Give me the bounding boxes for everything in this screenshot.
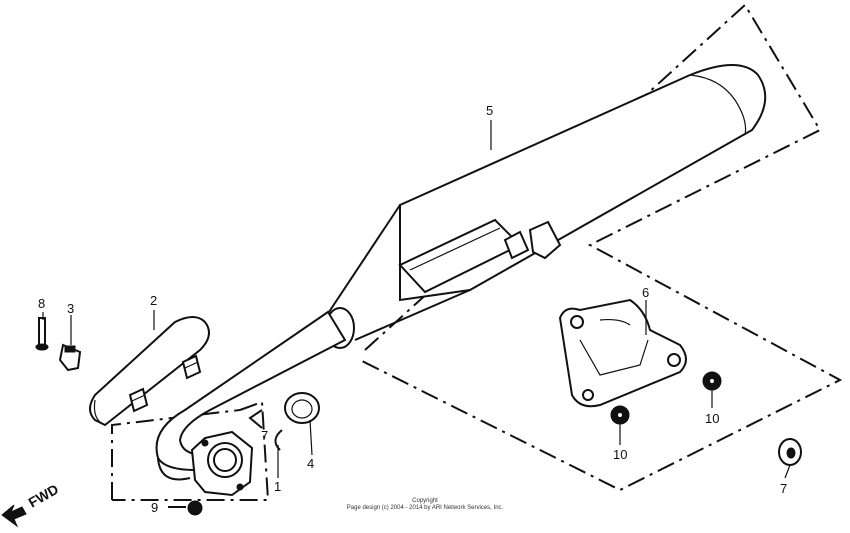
leader-lines [42, 120, 791, 479]
muffler-bracket [558, 298, 687, 408]
copyright-notice: Copyright Page design (c) 2004 - 2014 by… [0, 498, 850, 512]
washer-part-7 [778, 438, 802, 466]
heat-shield [89, 316, 210, 427]
copyright-line-1: Copyright [412, 498, 438, 504]
callout-9: 9 [151, 500, 158, 515]
clamp-part-3 [58, 343, 82, 372]
nut-part-10a [610, 405, 630, 425]
callout-10a: 10 [705, 411, 719, 426]
callout-7a: 7 [780, 481, 787, 496]
exhaust-flange [190, 430, 254, 497]
callout-8: 8 [38, 296, 45, 311]
copyright-line-2: Page design (c) 2004 - 2014 by ARI Netwo… [346, 505, 504, 511]
callout-5: 5 [486, 103, 493, 118]
gasket-part-4 [284, 392, 320, 424]
callout-3: 3 [67, 301, 74, 316]
bolt-part-9 [168, 500, 203, 516]
muffler [324, 64, 767, 349]
callout-2: 2 [150, 293, 157, 308]
callout-7b: 7 [261, 428, 268, 443]
callout-10b: 10 [613, 447, 627, 462]
forward-arrow-icon [1, 504, 27, 528]
bolt-part-8 [35, 317, 49, 351]
nut-part-10b [702, 371, 722, 391]
callout-4: 4 [307, 456, 314, 471]
callout-labels: 5 2 3 8 6 10 10 7 7 4 1 9 [38, 103, 787, 515]
callout-6: 6 [642, 285, 649, 300]
callout-1: 1 [274, 479, 281, 494]
boundary-lines [111, 3, 843, 501]
